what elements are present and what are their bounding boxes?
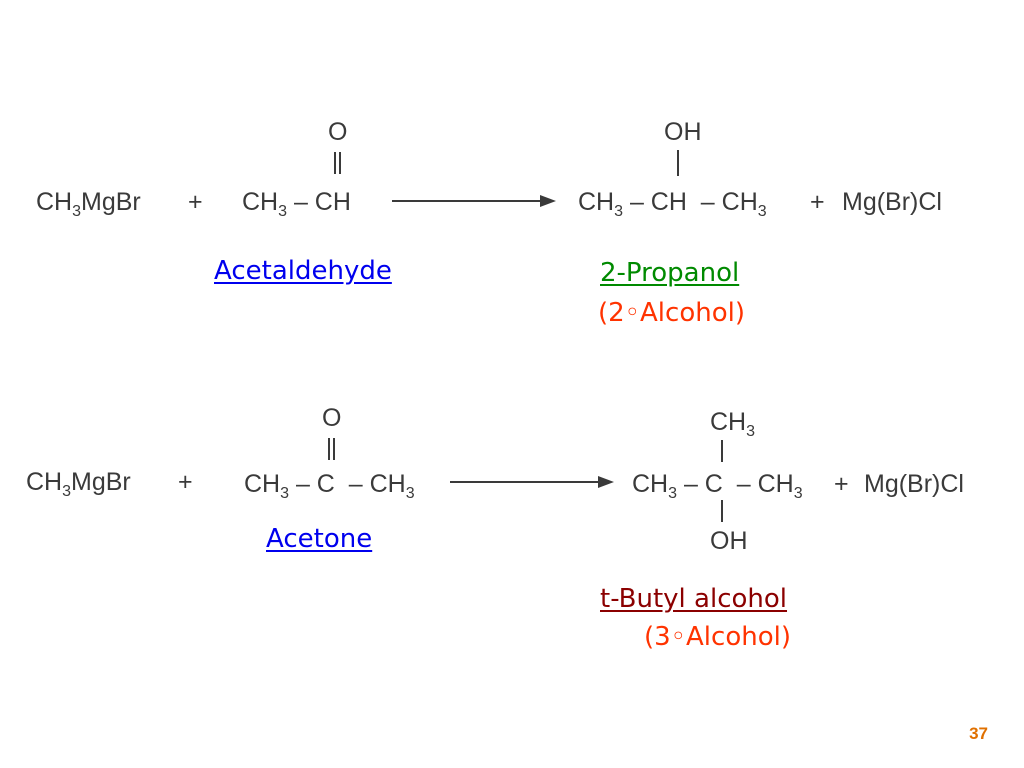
r2-reagent: CH3MgBr <box>26 468 131 500</box>
r1-product-class: (2◦Alcohol) <box>598 298 745 328</box>
r2-arrow <box>450 476 614 488</box>
r2-bond-top <box>721 440 723 462</box>
r2-reactant-name: Acetone <box>266 524 373 554</box>
r2-product-class: (3◦Alcohol) <box>644 622 791 652</box>
r2-carbonyl-chain: CH3 – C – CH3 <box>244 470 415 502</box>
r2-product-top: CH3 <box>710 408 756 440</box>
r1-product-name: 2-Propanol <box>600 258 740 288</box>
r2-byproduct: Mg(Br)Cl <box>864 470 964 498</box>
r1-byproduct: Mg(Br)Cl <box>842 188 942 216</box>
r2-double-bond <box>328 438 335 460</box>
r1-reactant-name: Acetaldehyde <box>214 256 392 286</box>
page-number: 37 <box>969 724 988 743</box>
r1-plus: + <box>188 188 203 216</box>
r2-carbonyl-o: O <box>322 404 342 432</box>
r2-bond-bottom <box>721 500 723 522</box>
r2-product-bottom: OH <box>710 527 748 555</box>
r1-product-chain: CH3 – CH – CH3 <box>578 188 767 220</box>
r2-product-name: t-Butyl alcohol <box>600 584 788 614</box>
r1-arrow <box>392 195 556 207</box>
r1-double-bond <box>334 152 341 174</box>
r1-reagent: CH3MgBr <box>36 188 141 220</box>
r2-plus2: + <box>834 470 849 498</box>
r2-product-chain: CH3 – C – CH3 <box>632 470 803 502</box>
r1-plus2: + <box>810 188 825 216</box>
r1-carbonyl-chain: CH3 – CH <box>242 188 351 220</box>
r2-plus: + <box>178 468 193 496</box>
r1-product-oh: OH <box>664 118 702 146</box>
r1-bond-oh <box>677 150 679 176</box>
r1-carbonyl-o: O <box>328 118 348 146</box>
